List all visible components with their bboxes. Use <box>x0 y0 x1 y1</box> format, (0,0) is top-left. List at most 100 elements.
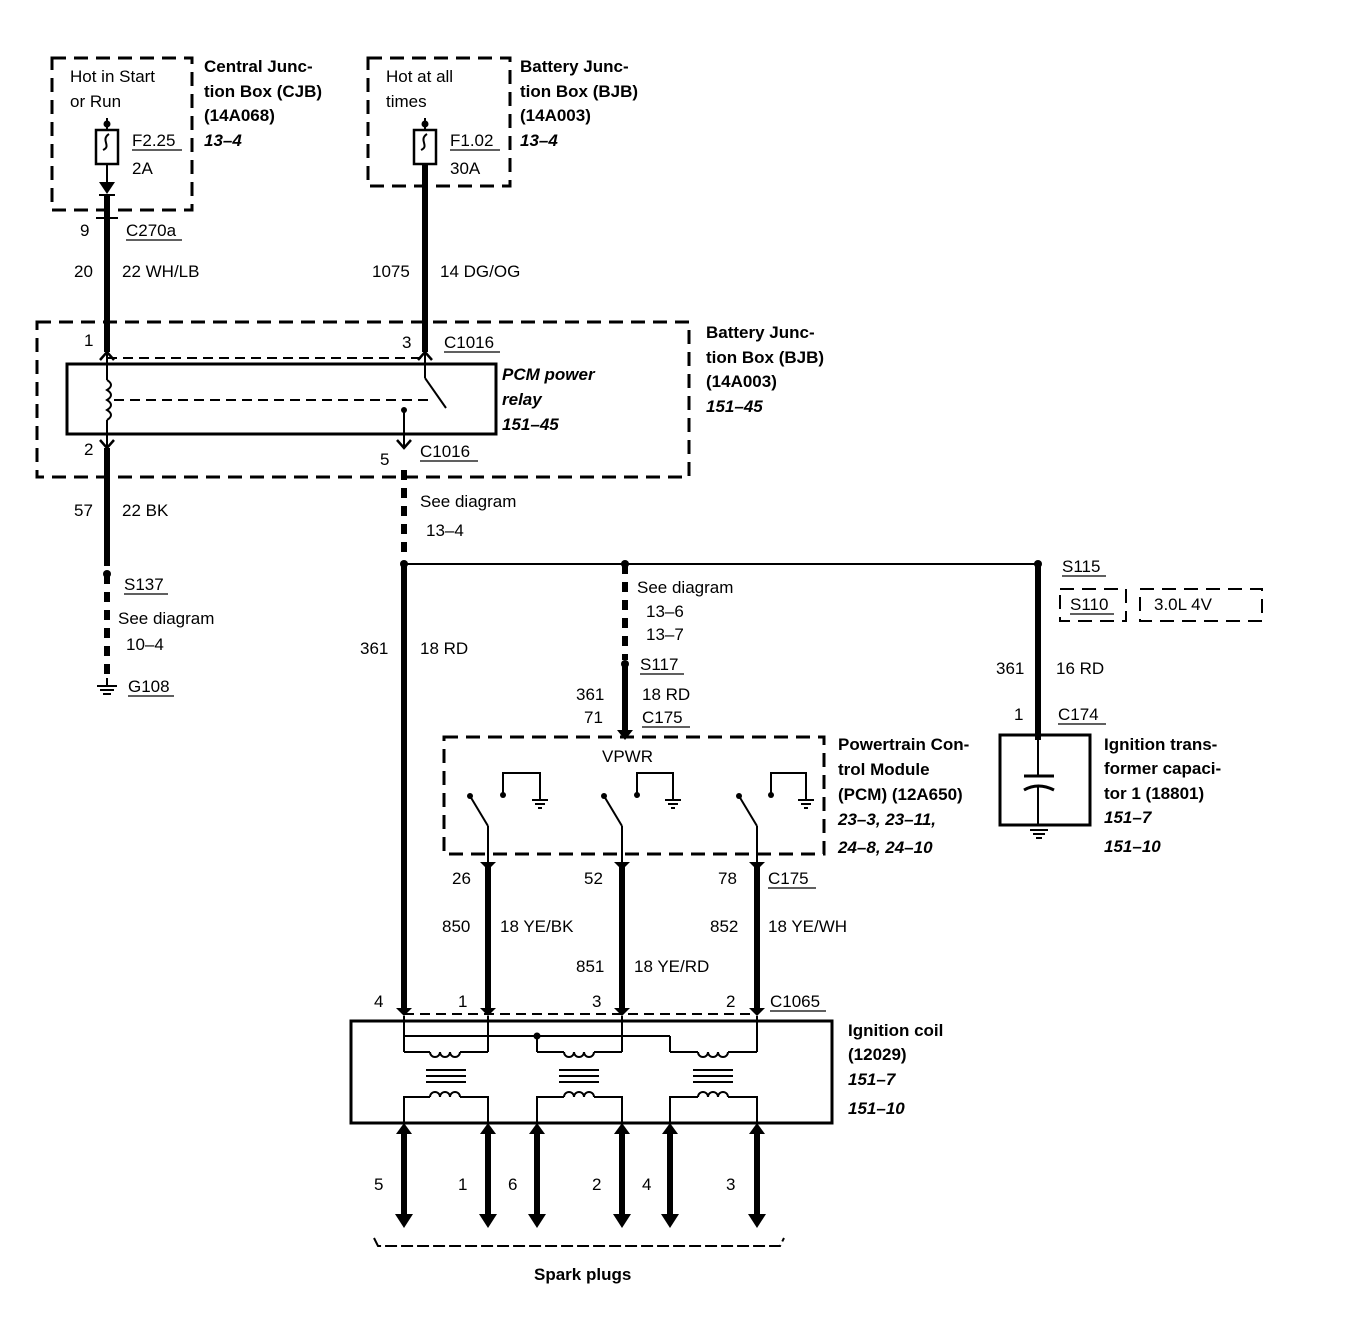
cjb-ref: 13–4 <box>204 131 242 150</box>
wire-1075-gauge-color: 14 DG/OG <box>440 262 520 281</box>
spark-plug-arrow-icon <box>661 1214 679 1228</box>
wire-1075-circuit: 1075 <box>372 262 410 281</box>
ignition-coil: 4 1 3 2 C1065 Ignition coil (12029) 151–… <box>349 992 943 1125</box>
pcm-vpwr: VPWR <box>602 747 653 766</box>
cjb-title2: tion Box (CJB) <box>204 82 322 101</box>
wire-851-gauge-color: 18 YE/RD <box>634 957 709 976</box>
spark-plug-arrow-icon <box>479 1214 497 1228</box>
cap-engine: 3.0L 4V <box>1154 595 1213 614</box>
spark-plug-arrow-icon <box>395 1214 413 1228</box>
plug-1: 1 <box>458 1175 467 1194</box>
pcm-driver-switch-icon <box>467 772 548 862</box>
pcm-ref1: 23–3, 23–11, <box>837 810 936 829</box>
ground-circuit: 57 <box>74 501 93 520</box>
bjb-ref: 13–4 <box>520 131 558 150</box>
cap-gauge-color: 16 RD <box>1056 659 1104 678</box>
ground-id: G108 <box>128 677 170 696</box>
cap-ref1: 151–7 <box>1104 808 1153 827</box>
bjb-part: (14A003) <box>520 106 591 125</box>
plug-4: 4 <box>642 1175 651 1194</box>
wire-851: 851 <box>576 957 604 976</box>
pcm-branch-ref1: 13–6 <box>646 602 684 621</box>
pcm-branch-ref2: 13–7 <box>646 625 684 644</box>
plug-3: 3 <box>726 1175 735 1194</box>
relay-pin5: 5 <box>380 450 389 469</box>
pcm-branch-pin: 71 <box>584 708 603 727</box>
wire-850: 850 <box>442 917 470 936</box>
coil-title2: (12029) <box>848 1045 907 1064</box>
pcm-power-relay-box: 1 2 3 5 C1016 C1016 PCM power relay 151–… <box>35 320 824 479</box>
diode-icon <box>99 182 115 194</box>
cjb-fuse-rating: 2A <box>132 159 153 178</box>
plug-6: 6 <box>508 1175 517 1194</box>
cjb-part: (14A068) <box>204 106 275 125</box>
relay-pin1: 1 <box>84 331 93 350</box>
spark-plugs-label: Spark plugs <box>534 1265 631 1284</box>
cjb-connector: C270a <box>126 221 177 240</box>
wire-850-gauge-color: 18 YE/BK <box>500 917 574 936</box>
spark-plug-arrow-icon <box>748 1214 766 1228</box>
pcm-module: VPWR <box>442 735 969 862</box>
cap-title3: tor 1 (18801) <box>1104 784 1204 803</box>
pcm-pin-c: 78 <box>718 869 737 888</box>
see-top-ref: 13–4 <box>426 521 464 540</box>
wire-20-circuit: 20 <box>74 262 93 281</box>
coil-title1: Ignition coil <box>848 1021 943 1040</box>
spark-plug-leads: 5 1 6 2 4 3 Spark plugs <box>373 1123 785 1284</box>
ground-see-ref: 10–4 <box>126 635 164 654</box>
cap-connector: C174 <box>1058 705 1099 724</box>
relay-ref: 151–45 <box>502 415 559 434</box>
spark-plug-arrow-icon <box>613 1214 631 1228</box>
relay-name2: relay <box>502 390 543 409</box>
coil-connector: C1065 <box>770 992 820 1011</box>
wire-852-gauge-color: 18 YE/WH <box>768 917 847 936</box>
cjb-pin: 9 <box>80 221 89 240</box>
cap-splice: S115 <box>1062 557 1100 576</box>
bjb-box-line2: times <box>386 92 427 111</box>
pcm-title1: Powertrain Con- <box>838 735 969 754</box>
battery-junction-box-fuse: Hot at all times F1.02 30A Battery Junc-… <box>366 56 638 188</box>
pcm-title3: (PCM) (12A650) <box>838 785 963 804</box>
cap-circuit: 361 <box>996 659 1024 678</box>
cap-title1: Ignition trans- <box>1104 735 1217 754</box>
relay-pin2: 2 <box>84 440 93 459</box>
relay-coil-icon <box>105 379 112 421</box>
wire-852: 852 <box>710 917 738 936</box>
pcm-driver-switch-icon <box>601 772 681 862</box>
cap-title2: former capaci- <box>1104 759 1221 778</box>
coil-ref1: 151–7 <box>848 1070 897 1089</box>
cjb-box-line1: Hot in Start <box>70 67 155 86</box>
bjb-relay-ref: 151–45 <box>706 397 763 416</box>
relay-switch-icon <box>424 377 447 409</box>
cap-alt-splice: S110 <box>1070 595 1108 614</box>
bjb-box-line1: Hot at all <box>386 67 453 86</box>
cjb-box-line2: or Run <box>70 92 121 111</box>
bjb-fuse-rating: 30A <box>450 159 481 178</box>
pcm-branch-connector: C175 <box>642 708 683 727</box>
cjb-fuse-id: F2.25 <box>132 131 175 150</box>
pcm-pin-b: 52 <box>584 869 603 888</box>
cap-pin: 1 <box>1014 705 1023 724</box>
pcm-branch-splice: S117 <box>640 655 678 674</box>
cap-ref2: 151–10 <box>1104 837 1161 856</box>
bjb-relay-title1: Battery Junc- <box>706 323 815 342</box>
relay-name1: PCM power <box>502 365 596 384</box>
wire-361-circuit: 361 <box>360 639 388 658</box>
central-junction-box: Hot in Start or Run F2.25 2A Central Jun… <box>50 56 322 212</box>
ground-see: See diagram <box>118 609 214 628</box>
bjb-title2: tion Box (BJB) <box>520 82 638 101</box>
coil-ref2: 151–10 <box>848 1099 905 1118</box>
ground-splice: S137 <box>124 575 164 594</box>
plug-2: 2 <box>592 1175 601 1194</box>
pcm-connector: C175 <box>768 869 809 888</box>
capacitor-icon <box>998 733 1092 839</box>
coil-pin4: 4 <box>374 992 383 1011</box>
see-top: See diagram <box>420 492 516 511</box>
bjb-fuse-id: F1.02 <box>450 131 493 150</box>
coil-pin2: 2 <box>726 992 735 1011</box>
pcm-branch-circuit: 361 <box>576 685 604 704</box>
pcm-driver-switch-icon <box>736 772 814 862</box>
wire-20-gauge-color: 22 WH/LB <box>122 262 199 281</box>
spark-plug-arrow-icon <box>528 1214 546 1228</box>
